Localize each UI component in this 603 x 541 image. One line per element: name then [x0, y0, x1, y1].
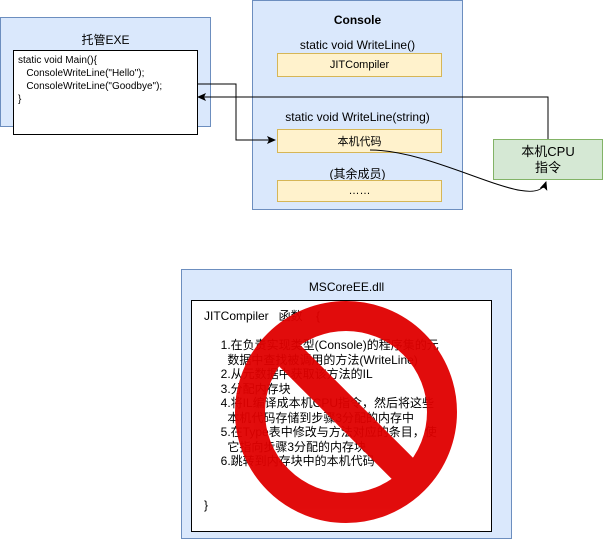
managed-exe-title: 托管EXE [81, 33, 130, 47]
console-class-container: Console static void WriteLine() JITCompi… [252, 0, 463, 210]
cpu-label-line1: 本机CPU [521, 144, 575, 159]
native-code-box: 本机代码 [277, 129, 442, 153]
writeline-string-method-label: static void WriteLine(string) [285, 110, 430, 124]
other-members-box: …… [277, 180, 442, 202]
jitcompiler-function-body: JITCompiler 函数 { 1.在负责实现类型(Console)的程序集的… [191, 300, 492, 532]
console-title: Console [333, 13, 382, 27]
native-cpu-box: 本机CPU 指令 [493, 139, 603, 180]
cpu-label-line2: 指令 [534, 160, 561, 175]
mscoree-dll-container: MSCoreEE.dll JITCompiler 函数 { 1.在负责实现类型(… [181, 269, 512, 539]
jitcompiler-stub-box: JITCompiler [277, 53, 442, 77]
mscoree-title: MSCoreEE.dll [308, 280, 385, 294]
writeline-method-label: static void WriteLine() [299, 38, 416, 52]
managed-exe-container: 托管EXE static void Main(){ ConsoleWriteLi… [0, 17, 211, 135]
main-method-code: static void Main(){ ConsoleWriteLine("He… [13, 50, 198, 135]
